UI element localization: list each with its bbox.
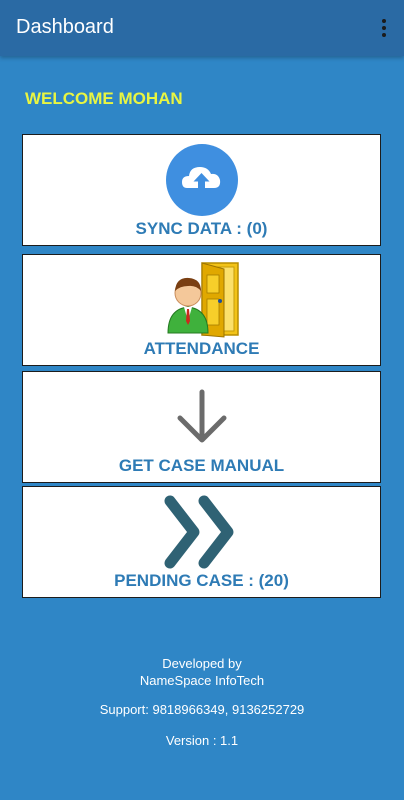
attendance-button[interactable]: ATTENDANCE <box>22 254 381 366</box>
cloud-upload-icon <box>165 144 238 216</box>
attendance-door-person-icon <box>166 262 239 338</box>
sync-data-label: SYNC DATA : (0) <box>135 219 268 238</box>
double-chevron-right-icon <box>164 495 233 569</box>
support-contact: Support: 9818966349, 9136252729 <box>99 702 305 717</box>
arrow-down-icon <box>177 389 226 443</box>
more-vert-icon[interactable] <box>374 14 394 42</box>
app-bar: Dashboard <box>0 0 404 56</box>
company-name: NameSpace InfoTech <box>139 673 265 688</box>
get-case-manual-label: GET CASE MANUAL <box>118 456 285 475</box>
get-case-manual-button[interactable]: GET CASE MANUAL <box>22 371 381 483</box>
sync-data-button[interactable]: SYNC DATA : (0) <box>22 134 381 246</box>
page-title: Dashboard <box>16 16 114 38</box>
welcome-text: WELCOME MOHAN <box>25 89 183 108</box>
version-text: Version : 1.1 <box>165 733 239 748</box>
pending-case-label: PENDING CASE : (20) <box>114 571 289 590</box>
attendance-label: ATTENDANCE <box>143 339 260 358</box>
pending-case-button[interactable]: PENDING CASE : (20) <box>22 486 381 598</box>
developed-by-text: Developed by <box>162 656 242 671</box>
